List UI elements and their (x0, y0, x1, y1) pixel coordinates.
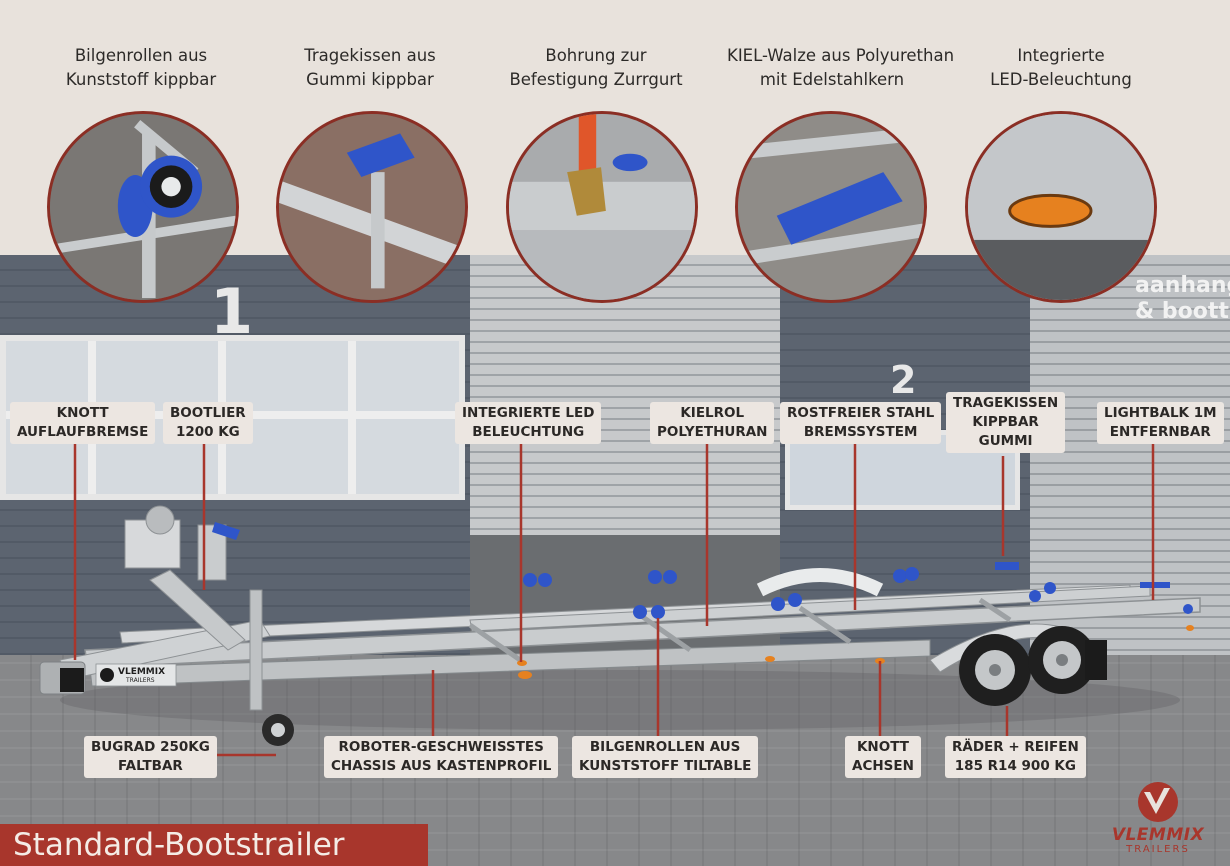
page-title: Standard-Bootstrailer (13, 827, 345, 863)
wall-sign-line-2: & boottr (1135, 299, 1230, 324)
trailer-badge: VLEMMIX (118, 667, 166, 677)
detail-led-light (965, 111, 1157, 303)
wall-sign: aanhang & boottr (1135, 273, 1230, 325)
trailer-badge-sub: TRAILERS (126, 677, 155, 684)
door-number-2: 2 (890, 358, 917, 402)
detail-keel-roller (735, 111, 927, 303)
logo-wordmark: VLEMMIX (1111, 825, 1205, 845)
title-bar: Standard-Bootstrailer (0, 824, 428, 866)
vlemmix-logo-icon (1138, 782, 1178, 822)
door-number-1: 1 (210, 275, 254, 348)
detail-bilge-roller (47, 111, 239, 303)
wall-sign-line-1: aanhang (1135, 273, 1230, 298)
detail-support-pad (276, 111, 468, 303)
logo-subtitle: TRAILERS (1126, 844, 1190, 855)
